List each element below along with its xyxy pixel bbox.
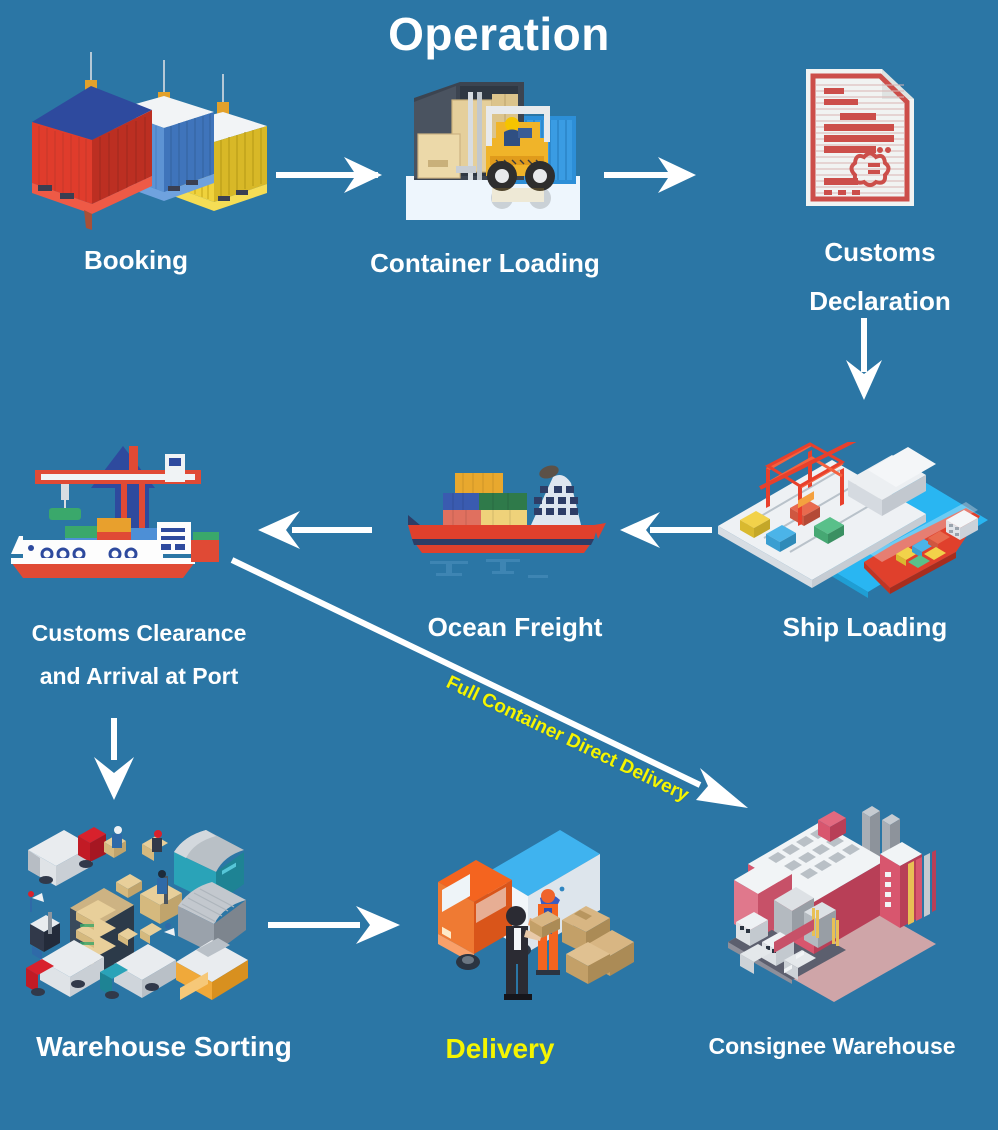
step-label-delivery: Delivery [445, 1033, 555, 1064]
connector-label-full-container-direct-delivery: Full Container Direct Delivery [442, 672, 692, 806]
step-label-customs-declaration: Customs Declaration [809, 237, 951, 317]
arrow-customs-clearance-to-warehouse-sorting [94, 718, 134, 800]
step-label-ocean-freight: Ocean Freight [427, 612, 603, 642]
step-label-customs-clearance: Customs Clearance and Arrival at Port [31, 620, 247, 689]
arrow-customs-declaration-to-ship-loading [846, 318, 882, 400]
arrow-ship-loading-to-ocean-freight [620, 512, 712, 548]
step-label-container-loading: Container Loading [370, 248, 600, 278]
step-label-consignee-warehouse: Consignee Warehouse [708, 1033, 956, 1059]
arrow-ocean-freight-to-customs-clearance [258, 511, 372, 549]
step-label-ship-loading: Ship Loading [782, 612, 948, 642]
arrow-customs-clearance-to-consignee-warehouse [230, 557, 748, 808]
port-gantry-crane-icon [712, 442, 990, 600]
step-label-booking: Booking [84, 245, 188, 275]
page-title: Operation [388, 8, 610, 60]
arrow-booking-to-container-loading [276, 157, 382, 193]
arrow-warehouse-sorting-to-delivery [268, 906, 400, 944]
delivery-truck-icon [420, 812, 652, 1002]
port-crane-ship-icon [5, 432, 231, 587]
customs-document-icon [802, 65, 918, 210]
hanging-containers-icon [18, 52, 280, 232]
forklift-container-icon [400, 72, 586, 224]
arrow-container-loading-to-customs-declaration [604, 157, 696, 193]
factory-building-icon [722, 802, 942, 1002]
step-label-warehouse-sorting: Warehouse Sorting [36, 1031, 292, 1062]
warehouse-assets-icon [12, 812, 250, 1002]
cargo-ship-icon [398, 455, 628, 585]
